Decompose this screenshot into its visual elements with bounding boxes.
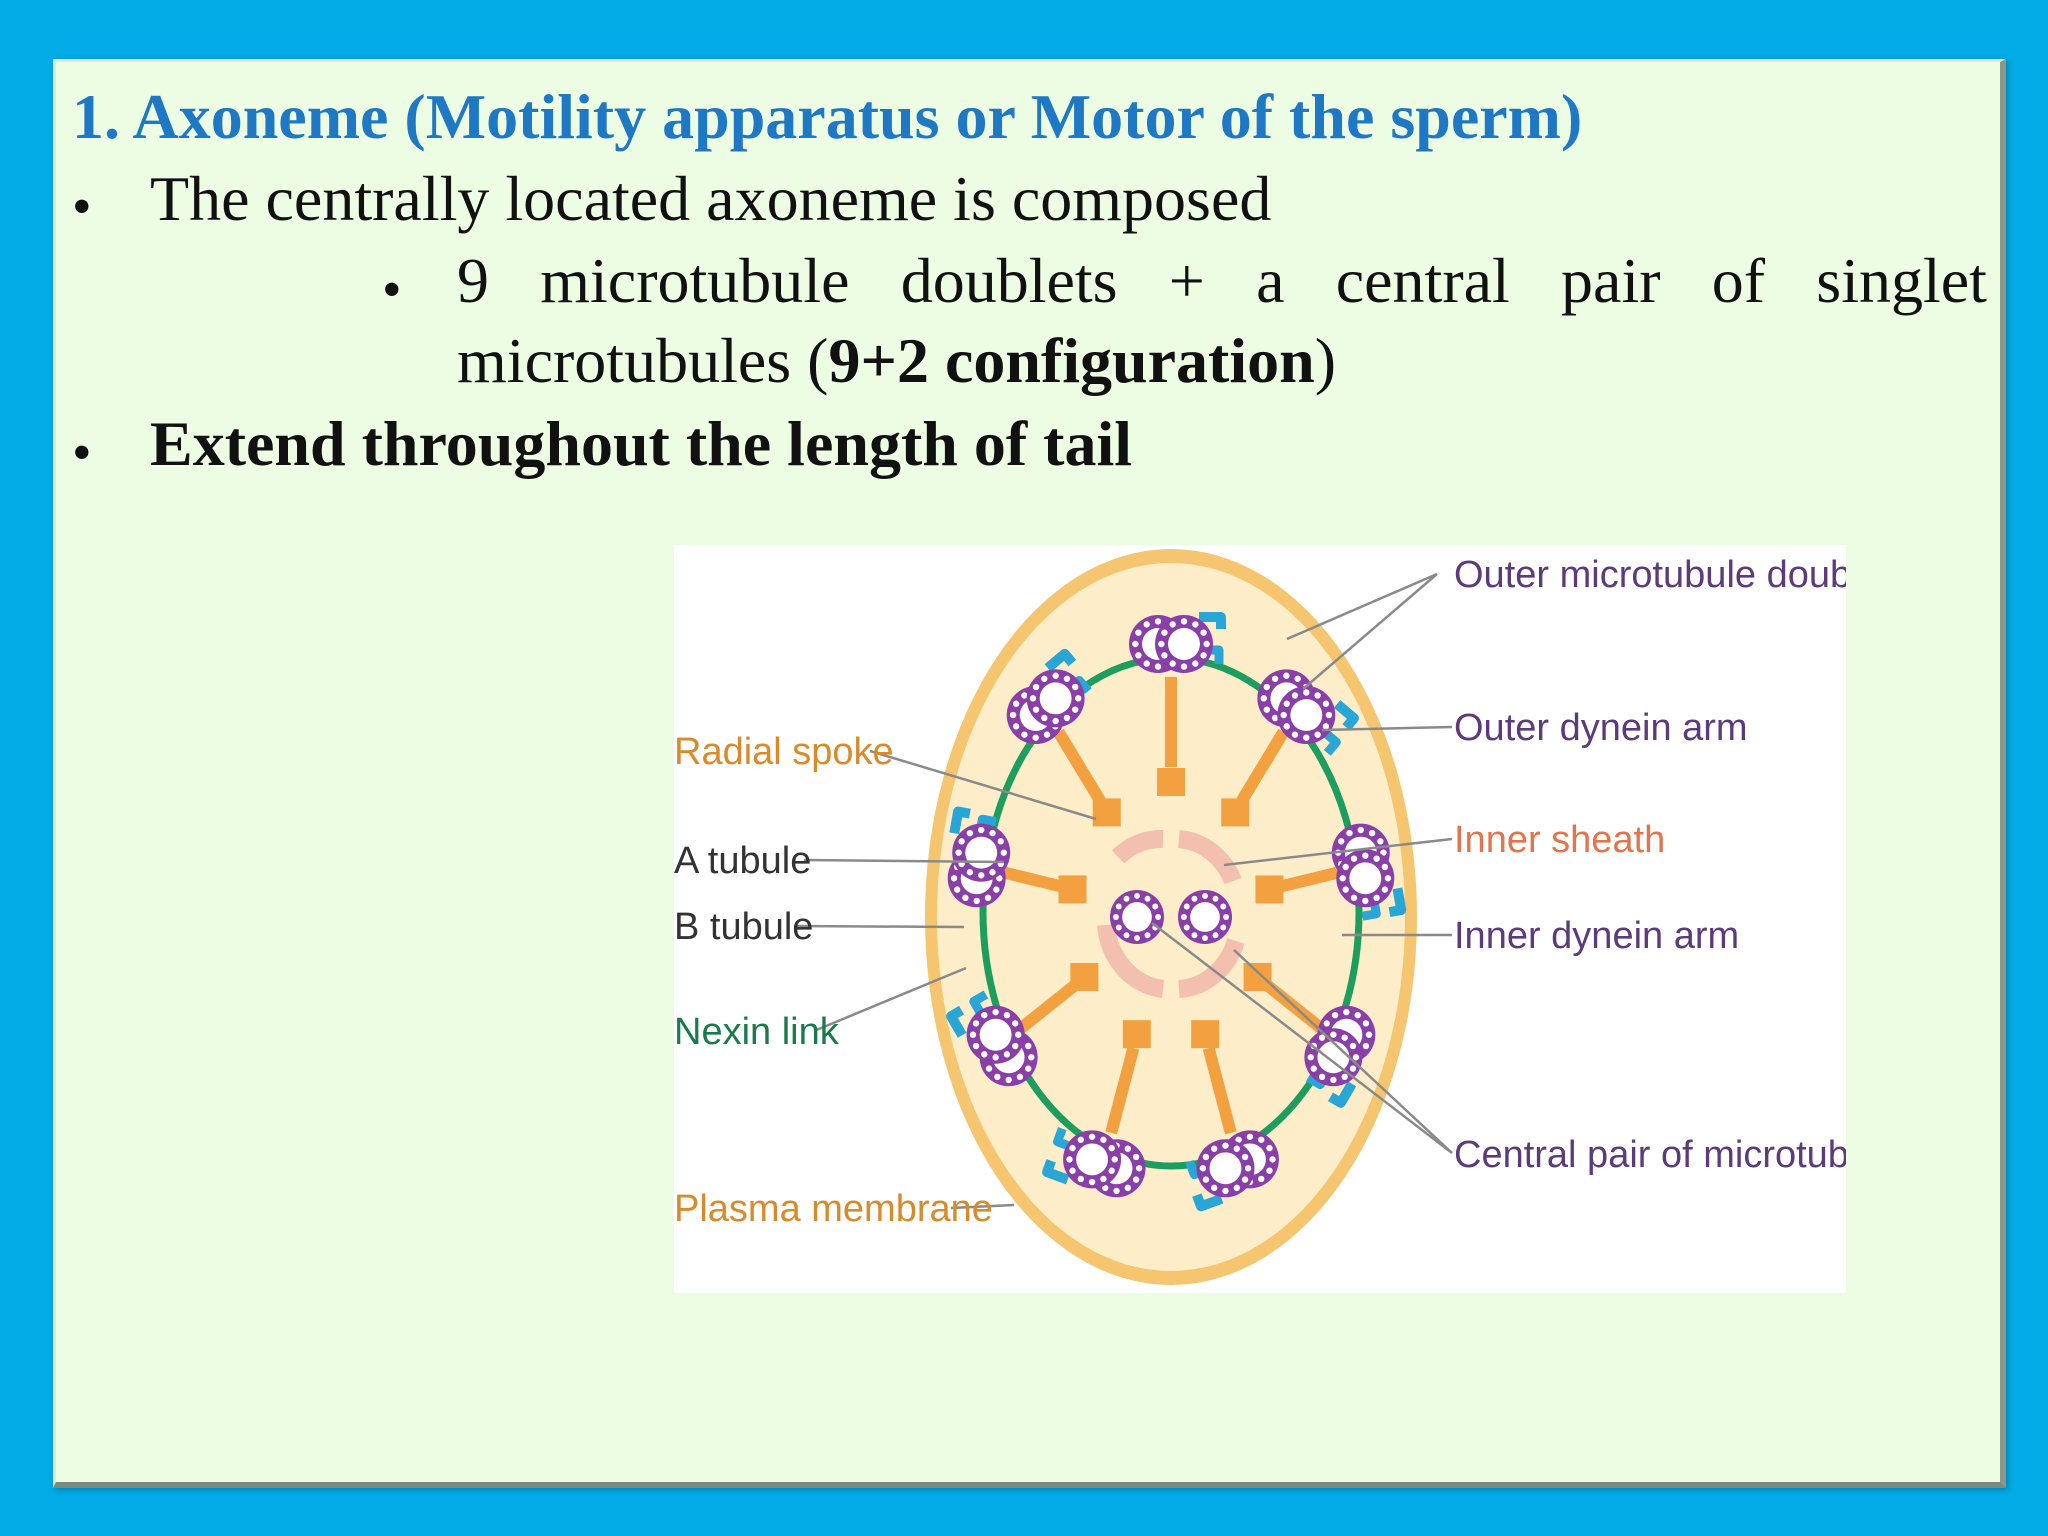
- radial-spoke-shape: [1105, 1020, 1151, 1135]
- outer-dynein-arm-shape: [1042, 1159, 1070, 1185]
- sub-bullet-line2: microtubules (9+2 configuration): [457, 324, 1336, 398]
- a-tubule-shape: [1196, 1139, 1255, 1198]
- cytoplasm-shape: [937, 563, 1405, 1271]
- label-inner-dynein-arm: Inner dynein arm: [1454, 915, 1739, 957]
- a-tubule-shape: [1336, 849, 1395, 908]
- a-tubule-shape: [1277, 686, 1336, 745]
- bullet-marker: •: [72, 176, 92, 238]
- word: singlet: [1816, 245, 1987, 316]
- outer-dynein-arm-shape: [1333, 700, 1359, 731]
- inner-sheath-shape: [1097, 829, 1245, 998]
- a-tubule-shape: [952, 823, 1011, 882]
- central-pair: [1110, 890, 1232, 944]
- label-nexin-link: Nexin link: [674, 1011, 840, 1053]
- radial-spoke-shape: [1221, 728, 1289, 827]
- central-microtubule: [1110, 890, 1164, 944]
- outer-dynein-arm-shape: [1327, 1081, 1357, 1108]
- word: +: [1168, 245, 1205, 316]
- radial-spoke-shape: [1015, 963, 1099, 1035]
- label-plasma-membrane: Plasma membrane: [674, 1188, 993, 1230]
- radial-spoke-shape: [1053, 728, 1121, 827]
- outer-dynein-arm-shape: [1044, 648, 1077, 672]
- outer-dynein-arm-shape: [946, 1005, 967, 1038]
- axoneme-diagram: Outer microtubule doublet Outer dynein a…: [674, 545, 1846, 1293]
- a-tubule-shape: [1155, 615, 1213, 673]
- bullet-marker: •: [72, 422, 92, 484]
- word: microtubule: [540, 245, 850, 316]
- text-segment: microtubules (: [457, 325, 829, 396]
- outer-dynein-arm-shape: [949, 806, 971, 835]
- radial-spoke-shape: [1157, 677, 1185, 796]
- leader-lines: [793, 572, 1453, 1210]
- word: pair: [1561, 245, 1661, 316]
- a-tubule-shape: [966, 1005, 1025, 1064]
- radial-spoke-shape: [997, 865, 1087, 904]
- radial-spoke-shape: [1191, 1020, 1237, 1135]
- label-a-tubule: A tubule: [674, 840, 811, 882]
- bullet-extend-tail: Extend throughout the length of tail: [150, 408, 1133, 479]
- outer-dynein-arm-shape: [1192, 1193, 1224, 1212]
- word: a: [1256, 245, 1285, 316]
- sub-bullet-marker: •: [382, 259, 402, 321]
- label-central-pair: Central pair of microtubules: [1454, 1134, 1846, 1176]
- outer-dynein-arm-shape: [1199, 612, 1226, 629]
- central-microtubule: [1178, 890, 1232, 944]
- bullet-axoneme-composed: The centrally located axoneme is compose…: [150, 163, 1272, 234]
- a-tubule-shape: [1026, 669, 1085, 728]
- label-outer-dynein-arm: Outer dynein arm: [1454, 707, 1748, 749]
- radial-spoke-shape: [1255, 865, 1345, 904]
- label-radial-spoke: Radial spoke: [674, 731, 894, 773]
- word: of: [1711, 245, 1766, 316]
- word: doublets: [900, 245, 1118, 316]
- word: central: [1335, 245, 1510, 316]
- a-tubule-shape: [1063, 1130, 1122, 1189]
- outer-doublets: [947, 615, 1395, 1198]
- label-outer-microtubule-doublet: Outer microtubule doublet: [1454, 554, 1846, 596]
- word: 9: [457, 245, 489, 316]
- label-b-tubule: B tubule: [674, 906, 813, 948]
- bold-config-text: 9+2 configuration: [828, 325, 1315, 396]
- sub-bullet-line1: 9 microtubule doublets + a central pair …: [457, 244, 1987, 318]
- slide-title: 1. Axoneme (Motility apparatus or Motor …: [72, 81, 1583, 152]
- text-segment: ): [1314, 325, 1337, 396]
- outer-dynein-arm-shape: [1388, 887, 1407, 918]
- label-inner-sheath: Inner sheath: [1454, 819, 1665, 861]
